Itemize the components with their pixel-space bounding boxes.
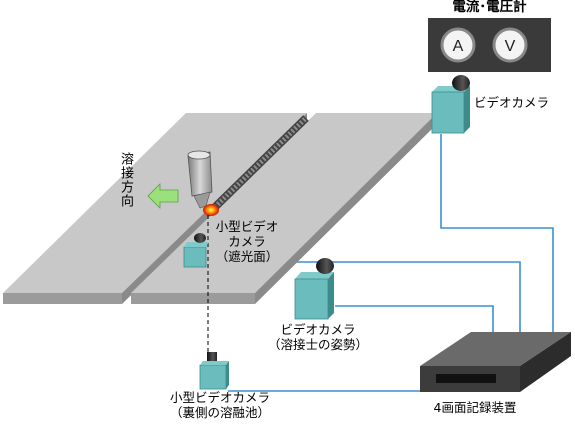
video-camera-top-right xyxy=(431,75,470,134)
small-camera-top-label: 小型ビデオ カメラ （遮光面） xyxy=(212,219,282,264)
video-camera-posture-line1: ビデオカメラ xyxy=(280,322,356,337)
meter-panel: A V xyxy=(428,18,551,72)
small-camera-top-line2: カメラ xyxy=(228,234,266,249)
ammeter-symbol: A xyxy=(453,38,464,55)
voltmeter-icon xyxy=(492,27,528,63)
ammeter-icon xyxy=(440,27,476,63)
small-video-camera-back xyxy=(199,352,229,390)
welding-torch xyxy=(187,150,213,209)
small-camera-bottom-line1: 小型ビデオカメラ xyxy=(169,390,270,405)
small-camera-bottom-line2: （裏側の溶融池） xyxy=(169,405,270,420)
video-camera-top-label: ビデオカメラ xyxy=(474,95,550,110)
video-camera-posture-line2: （溶接士の姿勢） xyxy=(267,337,368,352)
four-screen-recorder xyxy=(420,332,571,392)
meter-title: 電流･電圧計 xyxy=(452,0,527,15)
welding-arc xyxy=(203,204,219,216)
cable-top-camera xyxy=(440,134,554,342)
cable-small-top-camera xyxy=(206,261,521,342)
weld-bead xyxy=(209,115,309,213)
video-camera-posture-label: ビデオカメラ （溶接士の姿勢） xyxy=(258,322,378,352)
small-video-camera-shield xyxy=(183,233,209,268)
small-camera-bottom-label: 小型ビデオカメラ （裏側の溶融池） xyxy=(160,390,280,420)
recorder-slot xyxy=(436,374,496,383)
small-camera-top-line1: 小型ビデオ xyxy=(215,219,279,234)
welding-direction-arrow xyxy=(147,183,179,209)
video-camera-posture xyxy=(294,258,334,320)
voltmeter-symbol: V xyxy=(505,38,516,55)
signal-cables xyxy=(206,134,554,392)
small-camera-top-line3: （遮光面） xyxy=(215,249,279,264)
recorder-label: 4画面記録装置 xyxy=(433,400,517,415)
welding-direction-label: 溶接方向 xyxy=(118,152,133,208)
base-plate-right xyxy=(131,113,437,304)
